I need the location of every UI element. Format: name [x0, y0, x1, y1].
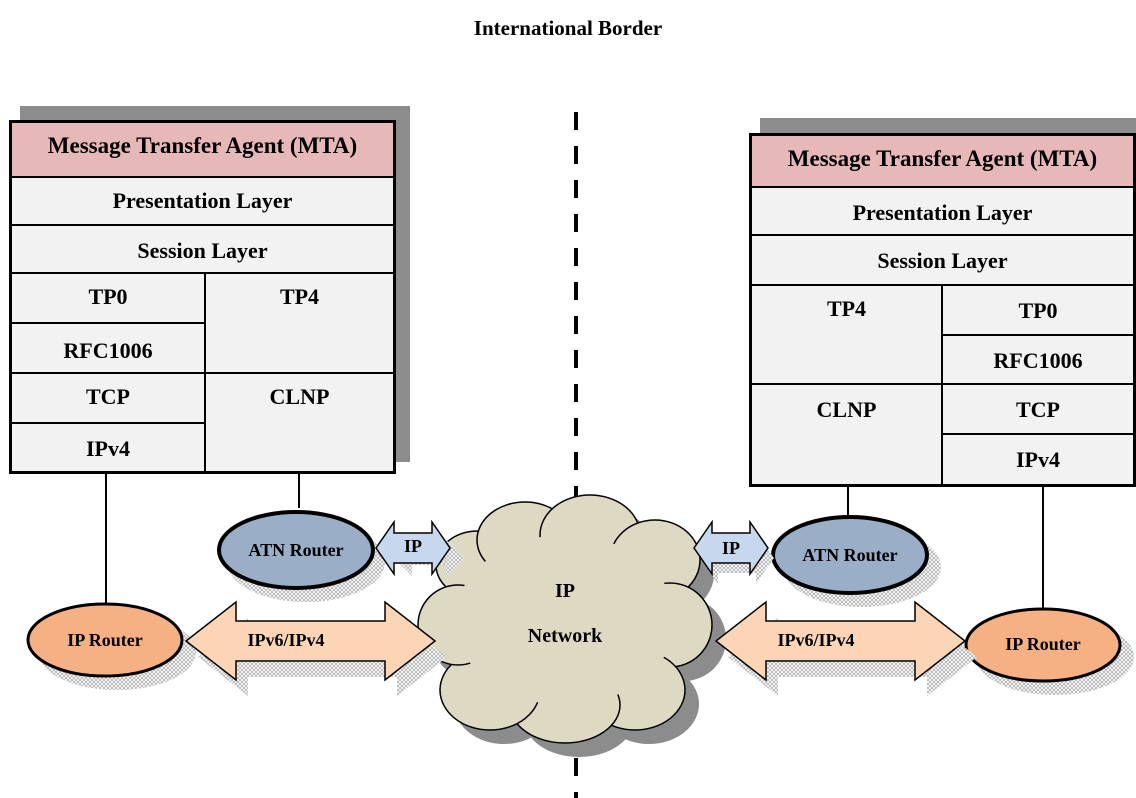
left-mta-layer: Message Transfer Agent (MTA) [12, 123, 393, 176]
left-tcp-label: TCP [86, 384, 130, 409]
left-ip-router [26, 602, 184, 678]
right-tp0-layer: TP0 [943, 286, 1133, 334]
left-clnp-layer: CLNP [206, 374, 393, 471]
right-mta-label: Message Transfer Agent (MTA) [787, 146, 1098, 171]
left-session-label: Session Layer [137, 238, 268, 263]
cloud-label-ip: IP [555, 580, 575, 602]
left-rfc1006-layer: RFC1006 [12, 324, 204, 372]
left-presentation-label: Presentation Layer [112, 188, 293, 213]
right-atn-router [771, 515, 929, 595]
right-clnp-label: CLNP [816, 397, 877, 422]
right-atn-router-label: ATN Router [802, 545, 898, 565]
diagram-title: International Border [473, 16, 663, 40]
right-ipv4-layer: IPv4 [943, 435, 1133, 484]
left-ip-arrow [375, 519, 451, 577]
left-tp0-layer: TP0 [12, 274, 204, 322]
right-mta-layer: Message Transfer Agent (MTA) [752, 136, 1133, 186]
left-tp0-label: TP0 [88, 284, 128, 309]
right-ipv6-arrow [714, 600, 967, 682]
left-ipv6-arrow-label: IPv6/IPv4 [247, 630, 325, 650]
right-ip-router-label: IP Router [1005, 634, 1081, 654]
cloud-body [455, 535, 675, 705]
right-presentation-label: Presentation Layer [852, 200, 1033, 225]
right-protocol-stack: Message Transfer Agent (MTA) Presentatio… [749, 133, 1136, 487]
left-rfc1006-label: RFC1006 [63, 338, 153, 363]
left-tcp-layer: TCP [12, 374, 204, 422]
left-atn-router-label: ATN Router [248, 540, 344, 560]
left-mta-label: Message Transfer Agent (MTA) [47, 133, 358, 158]
right-presentation-layer: Presentation Layer [752, 188, 1133, 234]
left-clnp-label: CLNP [269, 384, 330, 409]
left-tp4-label: TP4 [279, 284, 320, 309]
right-ipv4-label: IPv4 [1016, 447, 1060, 472]
left-ipv4-layer: IPv4 [12, 424, 204, 471]
left-session-layer: Session Layer [12, 226, 393, 272]
right-rfc1006-label: RFC1006 [993, 348, 1083, 373]
left-protocol-stack: Message Transfer Agent (MTA) Presentatio… [9, 120, 396, 474]
left-presentation-layer: Presentation Layer [12, 178, 393, 224]
left-atn-router [217, 510, 375, 590]
right-session-layer: Session Layer [752, 236, 1133, 284]
right-ip-router [964, 607, 1122, 683]
left-tp4-layer: TP4 [206, 274, 393, 372]
right-clnp-layer: CLNP [752, 385, 941, 484]
right-ipv6-arrow-label: IPv6/IPv4 [777, 630, 855, 650]
right-ip-arrow [693, 519, 769, 577]
right-tp4-layer: TP4 [752, 286, 941, 383]
right-tcp-label: TCP [1016, 397, 1060, 422]
right-tcp-layer: TCP [943, 385, 1133, 433]
right-tp4-label: TP4 [826, 296, 867, 321]
left-ipv6-arrow [184, 600, 437, 682]
right-tp0-label: TP0 [1018, 298, 1058, 323]
right-session-label: Session Layer [877, 248, 1008, 273]
left-ip-arrow-label: IP [404, 536, 422, 556]
right-rfc1006-layer: RFC1006 [943, 336, 1133, 383]
cloud-label-network: Network [527, 625, 603, 647]
left-ipv4-label: IPv4 [86, 436, 130, 461]
right-ip-arrow-label: IP [722, 538, 740, 558]
left-ip-router-label: IP Router [67, 630, 143, 650]
